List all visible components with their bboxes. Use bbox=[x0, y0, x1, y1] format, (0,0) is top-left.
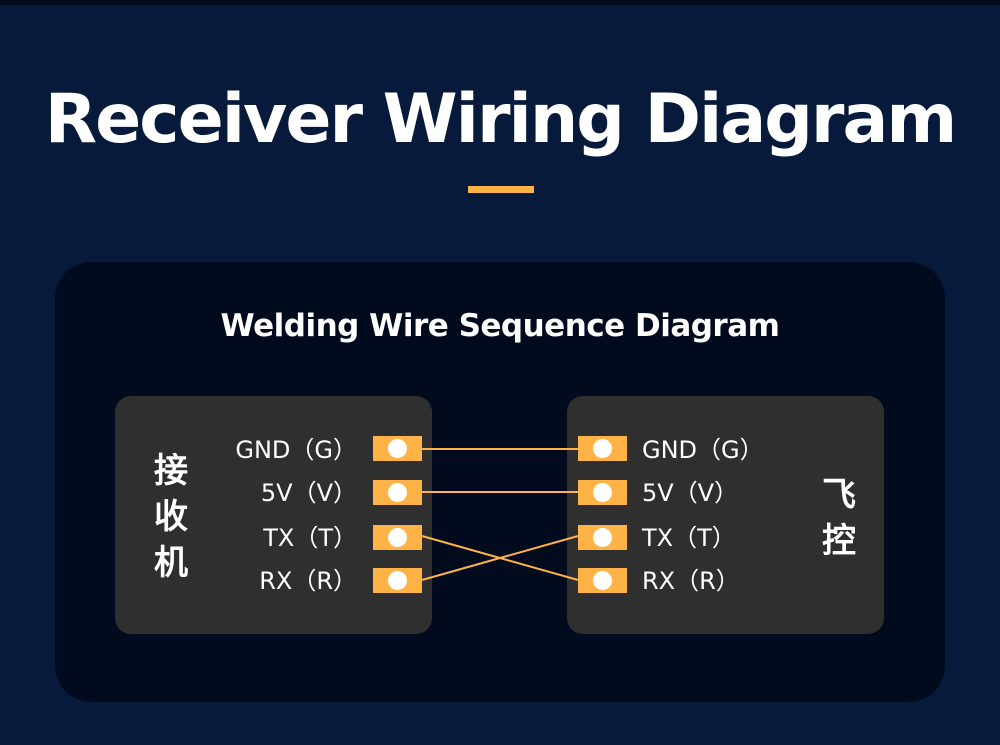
receiver-label-char: 接 bbox=[154, 451, 188, 491]
fc-label-char: 控 bbox=[822, 521, 856, 561]
receiver-label-char: 收 bbox=[154, 497, 188, 537]
flight-controller-label: 飞 控 bbox=[819, 472, 859, 564]
receiver-pad-rx bbox=[373, 568, 422, 593]
solder-point-icon bbox=[593, 439, 612, 458]
solder-point-icon bbox=[388, 571, 407, 590]
page-title: Receiver Wiring Diagram bbox=[44, 80, 957, 159]
receiver-board: 接 收 机 GND（G） 5V（V） TX（T） RX（R） bbox=[115, 396, 432, 634]
fc-pad-5v bbox=[578, 480, 627, 505]
fc-pin-label-gnd: GND（G） bbox=[642, 436, 764, 464]
fc-pad-tx bbox=[578, 525, 627, 550]
top-band bbox=[0, 0, 1000, 5]
receiver-pad-tx bbox=[373, 525, 422, 550]
flight-controller-board: GND（G） 5V（V） TX（T） RX（R） 飞 控 bbox=[567, 396, 884, 634]
receiver-pin-label-rx: RX（R） bbox=[259, 567, 357, 595]
diagram-subtitle: Welding Wire Sequence Diagram bbox=[220, 308, 780, 344]
solder-point-icon bbox=[388, 439, 407, 458]
fc-pad-gnd bbox=[578, 436, 627, 461]
receiver-pin-label-tx: TX（T） bbox=[263, 524, 357, 552]
receiver-label: 接 收 机 bbox=[151, 448, 191, 586]
wire-rx-tx bbox=[421, 535, 579, 581]
solder-point-icon bbox=[593, 571, 612, 590]
receiver-label-char: 机 bbox=[154, 543, 188, 583]
receiver-pad-5v bbox=[373, 480, 422, 505]
fc-label-char: 飞 bbox=[822, 475, 856, 515]
solder-point-icon bbox=[593, 528, 612, 547]
fc-pin-label-rx: RX（R） bbox=[642, 567, 740, 595]
solder-point-icon bbox=[388, 528, 407, 547]
fc-pad-rx bbox=[578, 568, 627, 593]
receiver-pad-gnd bbox=[373, 436, 422, 461]
receiver-pin-label-5v: 5V（V） bbox=[260, 479, 357, 507]
fc-pin-label-tx: TX（T） bbox=[642, 524, 736, 552]
title-accent-bar bbox=[468, 186, 534, 193]
solder-point-icon bbox=[388, 483, 407, 502]
fc-pin-label-5v: 5V（V） bbox=[642, 479, 739, 507]
receiver-pin-label-gnd: GND（G） bbox=[235, 436, 357, 464]
solder-point-icon bbox=[593, 483, 612, 502]
